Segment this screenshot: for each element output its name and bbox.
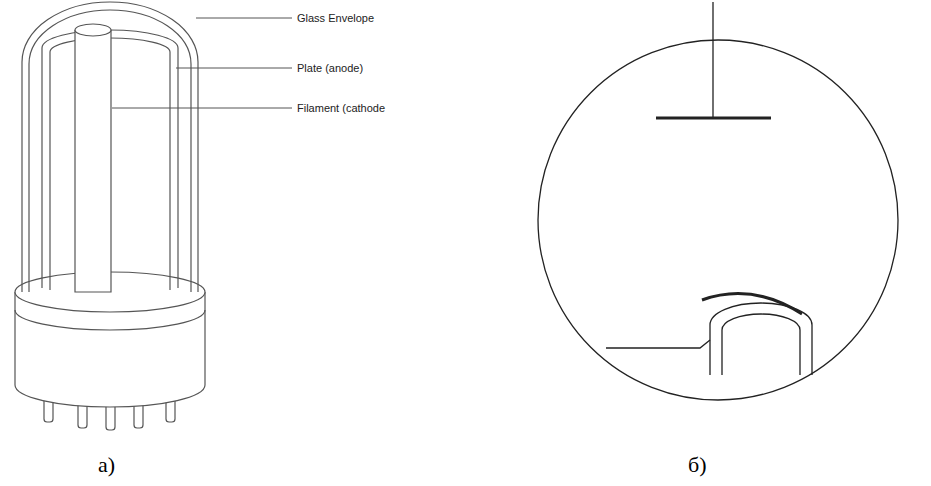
vacuum-tube-drawing	[15, 2, 205, 430]
figure-caption: а)	[98, 453, 115, 477]
filament-cathode	[75, 30, 111, 292]
heater-outer	[710, 303, 812, 375]
figure-caption: б)	[688, 453, 707, 477]
diode-symbol	[538, 2, 898, 400]
glass-envelope-inner	[29, 10, 191, 292]
tube-base-band	[15, 310, 205, 330]
leader-line	[176, 68, 292, 69]
leader-line	[112, 108, 292, 109]
part-label: Glass Envelope	[297, 12, 374, 24]
leader-line	[196, 18, 292, 19]
tube-envelope-circle	[538, 40, 898, 400]
glass-envelope	[22, 2, 198, 292]
part-label: Filament (cathode	[297, 102, 385, 114]
anode-lead	[712, 2, 713, 118]
leader-lines	[112, 18, 292, 108]
anode-plate	[656, 117, 771, 120]
part-label: Plate (anode)	[297, 62, 363, 74]
filament-top	[75, 24, 111, 36]
cathode-lead	[606, 340, 710, 348]
heater-inner	[722, 314, 800, 375]
